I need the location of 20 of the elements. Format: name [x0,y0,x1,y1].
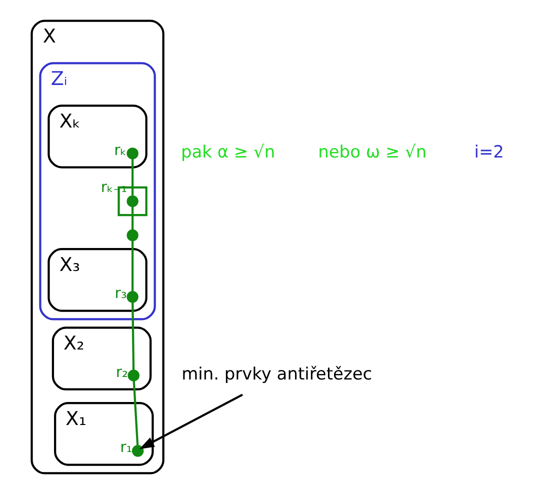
node-circle [132,445,144,457]
node-circle [126,291,138,303]
node-label: r₁ [120,438,132,456]
node-label: rₖ [114,140,127,159]
connector [131,206,134,230]
node-circle [126,195,138,208]
node-circle [126,229,138,242]
node-label: r₃ [114,284,127,302]
arrow [139,394,243,450]
connector [132,302,135,370]
label: i=2 [474,142,504,162]
label: pak α ≥ √n [180,142,276,162]
label: nebo ω ≥ √n [318,142,427,162]
node-circle [126,148,138,160]
connector [131,159,134,196]
node-circle [128,370,140,382]
connector [132,380,139,446]
node-label: r₂ [116,362,128,381]
node-text: min. prvky antiřetězec [182,364,372,385]
connector [131,241,134,292]
